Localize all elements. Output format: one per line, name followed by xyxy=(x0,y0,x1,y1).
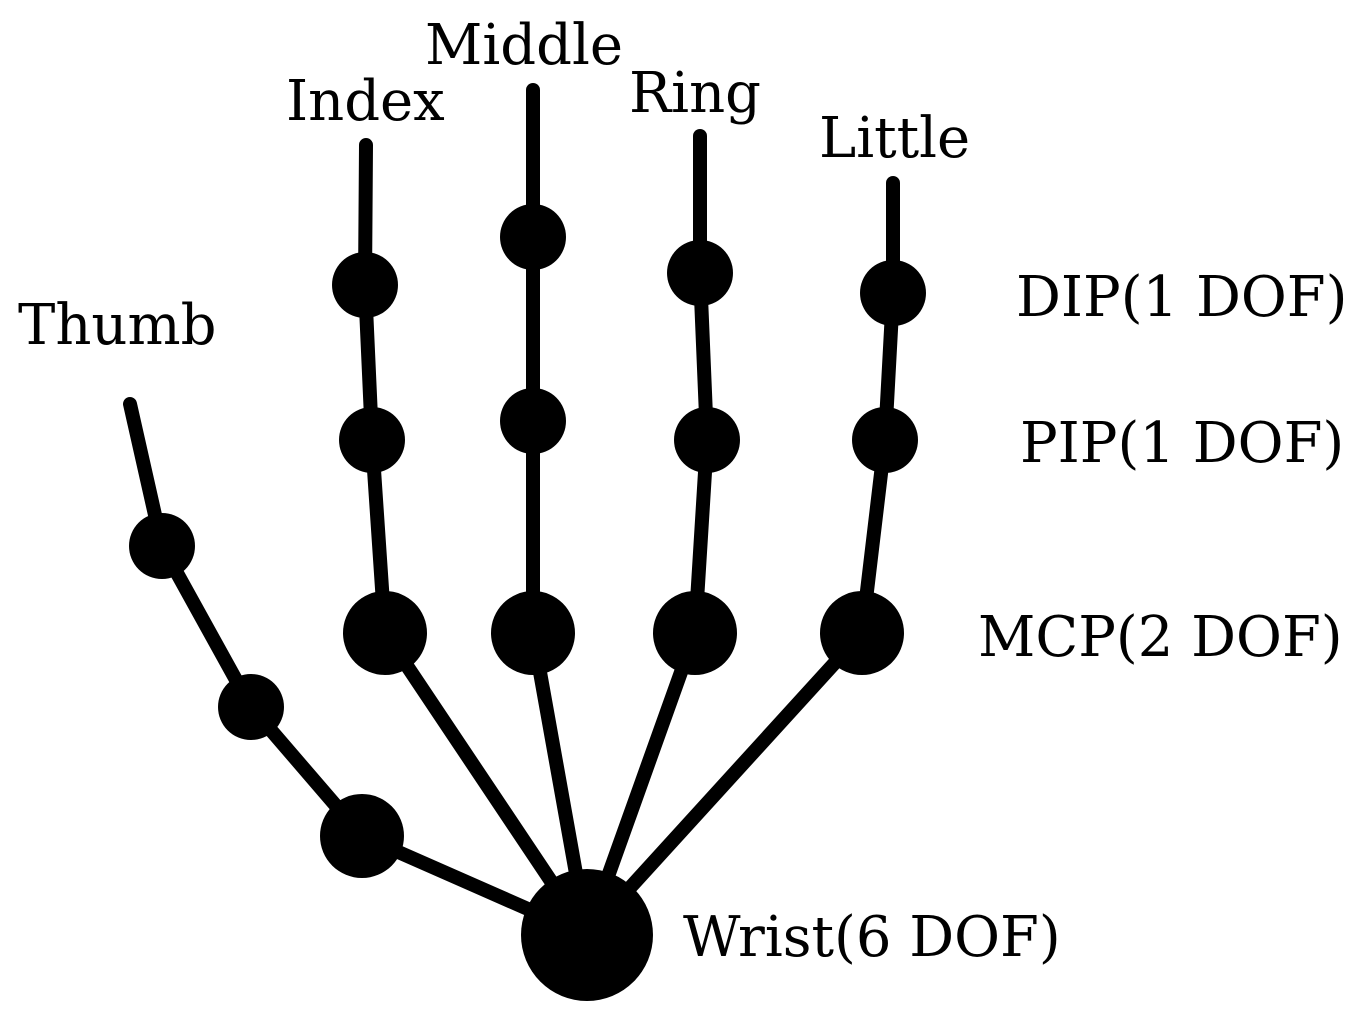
thumb-joint-distal xyxy=(129,513,195,579)
label-ring: Ring xyxy=(629,61,761,126)
label-pip: PIP(1 DOF) xyxy=(1020,411,1344,476)
label-middle: Middle xyxy=(425,13,623,78)
label-mcp: MCP(2 DOF) xyxy=(978,605,1343,670)
little-joint-mcp xyxy=(820,591,904,675)
middle-joint-dip xyxy=(500,204,566,270)
label-thumb: Thumb xyxy=(18,293,216,358)
middle-joint-pip xyxy=(500,388,566,454)
thumb-joint-base xyxy=(320,794,404,878)
index-joint-mcp xyxy=(343,591,427,675)
little-chain xyxy=(580,176,926,942)
ring-joint-mcp xyxy=(653,591,737,675)
thumb-joint-middle xyxy=(218,674,284,740)
thumb-chain xyxy=(123,397,594,942)
label-little: Little xyxy=(819,106,970,171)
wrist-joint xyxy=(521,869,653,1001)
label-dip: DIP(1 DOF) xyxy=(1016,265,1348,330)
little-joint-pip xyxy=(852,407,918,473)
ring-joint-pip xyxy=(674,407,740,473)
label-wrist: Wrist(6 DOF) xyxy=(683,905,1061,970)
little-joint-dip xyxy=(860,260,926,326)
middle-joint-mcp xyxy=(491,591,575,675)
index-joint-dip xyxy=(332,252,398,318)
ring-joint-dip xyxy=(667,240,733,306)
little-bone-metacarpal xyxy=(580,626,869,942)
label-index: Index xyxy=(286,69,445,134)
index-joint-pip xyxy=(339,407,405,473)
ring-chain xyxy=(580,129,740,942)
